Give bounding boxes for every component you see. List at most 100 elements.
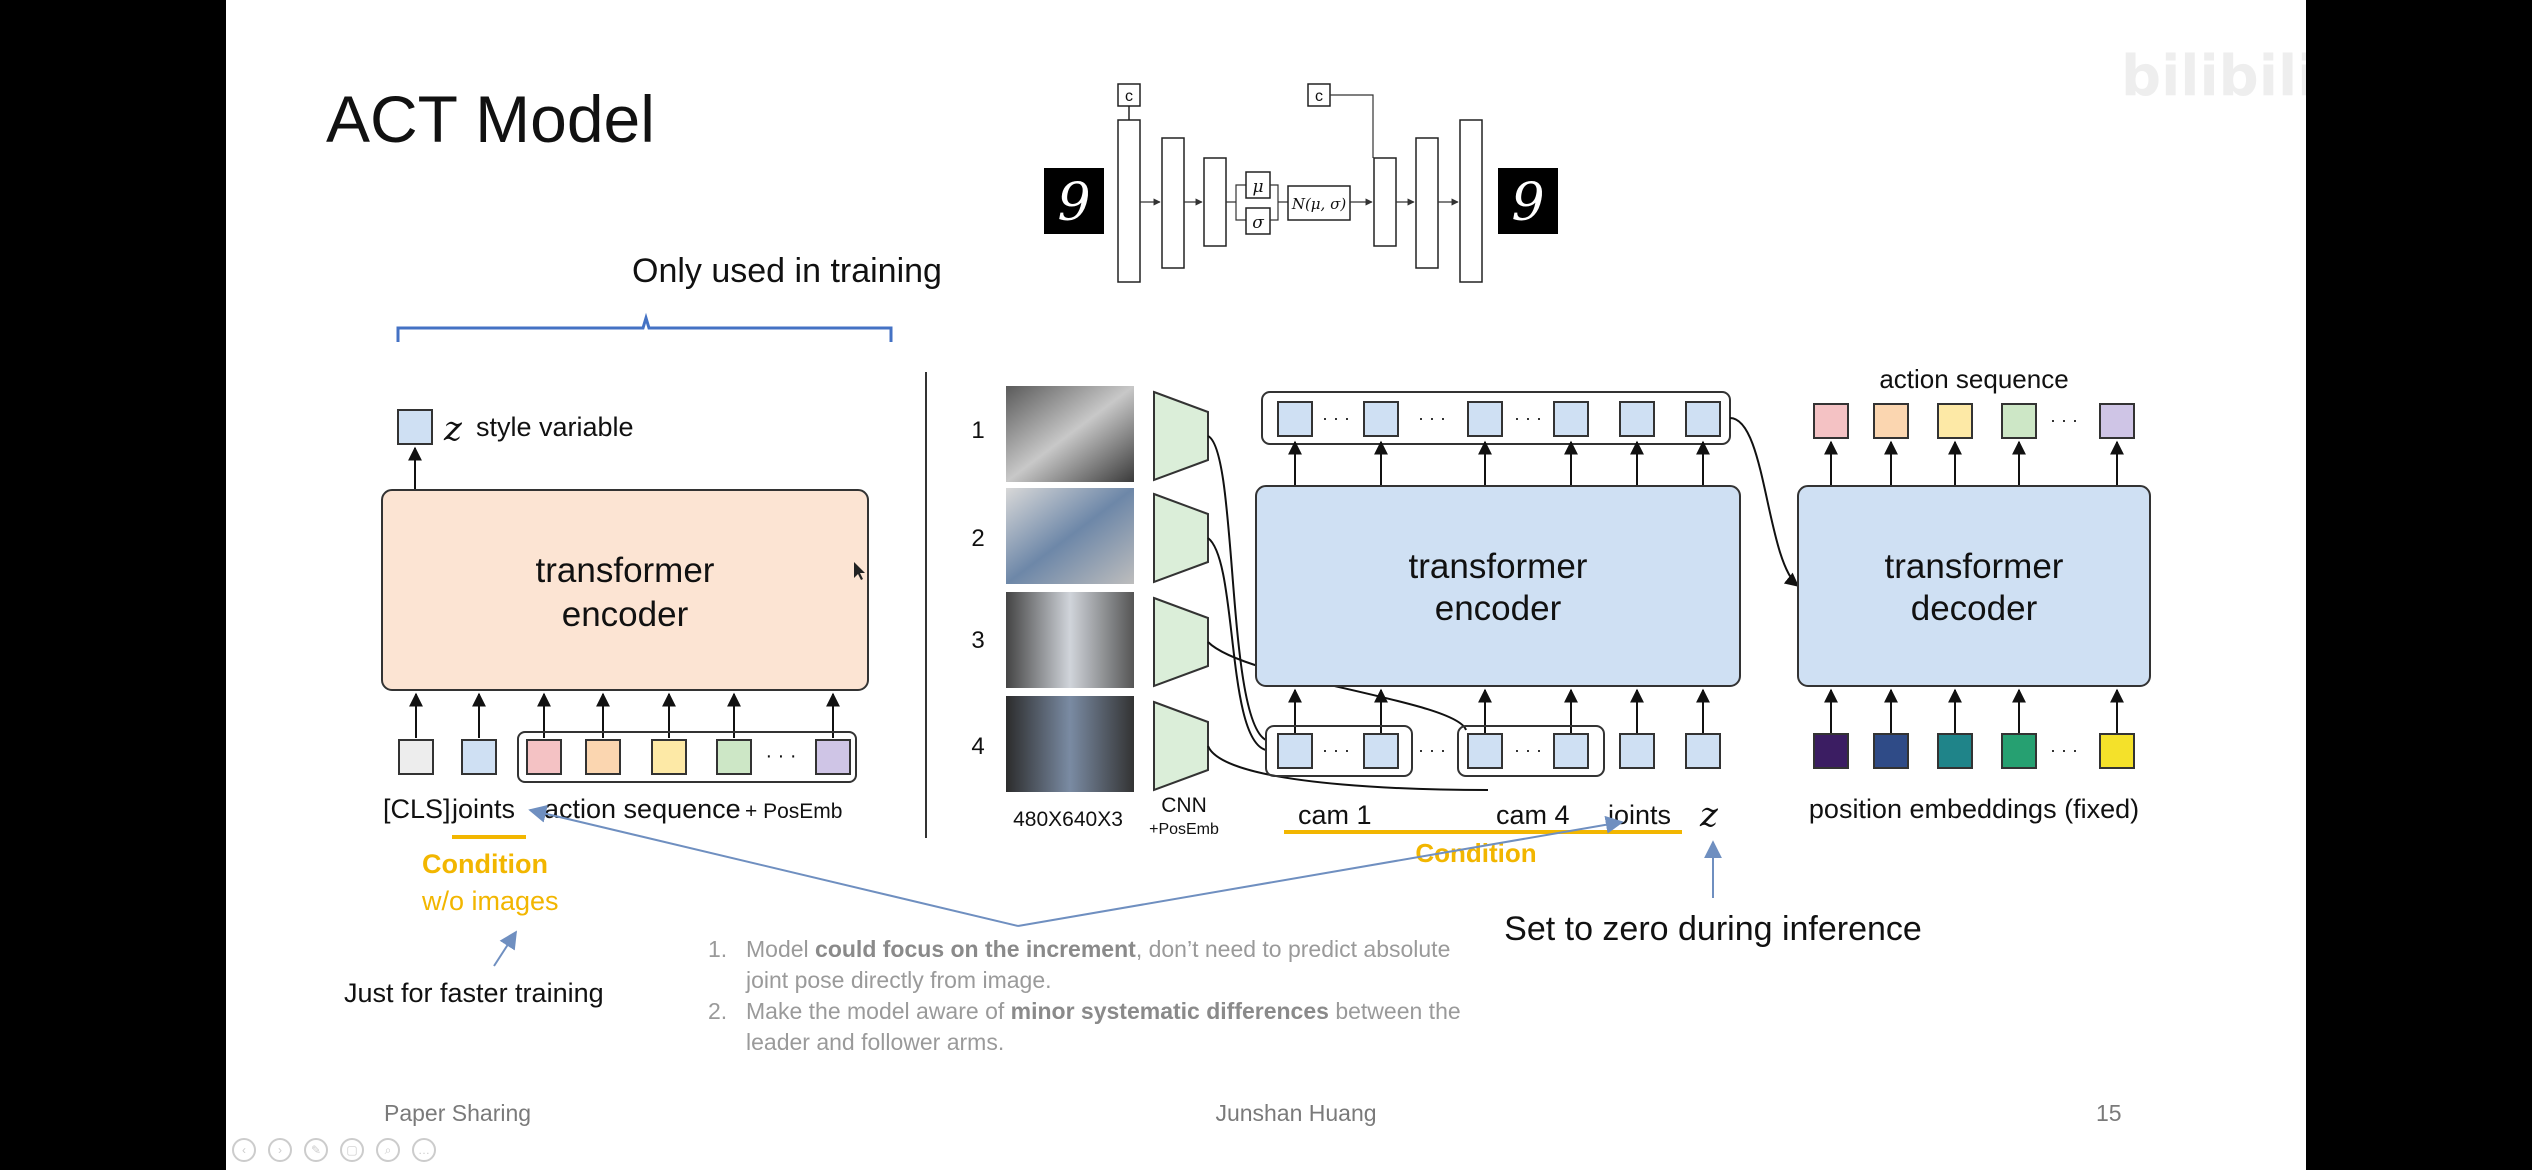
z-symbol-right: z [1699,795,1719,835]
cam4-token-group [1457,725,1605,777]
more-options-icon[interactable]: … [412,1138,436,1162]
posemb-dots: · · · [2050,740,2078,760]
vae-mu: μ [1252,177,1263,197]
left-action-token-3 [651,739,687,775]
pen-icon[interactable]: ✎ [304,1138,328,1162]
decoder-action-token-4 [2001,403,2037,439]
cam4-dots: · · · [1514,740,1542,760]
decoder-line1: transformer [1885,547,2064,586]
left-transformer-encoder [381,489,869,691]
note-1-bold: could focus on the increment [815,936,1136,962]
enc-out-token-3 [1467,401,1503,437]
decoder-action-token-1 [1813,403,1849,439]
z-token-right [1685,733,1721,769]
enc-out-token-6 [1685,401,1721,437]
cam-index-3: 3 [971,627,984,654]
right-encoder-line2: encoder [1435,589,1562,628]
slide: ACT Model Only used in training 9 c μ σ … [226,0,2306,1170]
slides-icon[interactable]: ▢ [340,1138,364,1162]
cam1-dots: · · · [1322,740,1350,760]
note-1-num: 1. [708,936,728,962]
footer-left: Paper Sharing [384,1100,532,1126]
cam1-token-b [1363,733,1399,769]
faster-training-label: Just for faster training [344,978,604,1008]
cam1-token-group [1265,725,1413,777]
note-2-before: Make the model aware of [746,998,1011,1024]
enc-out-token-5 [1619,401,1655,437]
cnn-2 [1153,492,1209,584]
posemb-token-3 [1937,733,1973,769]
cam4-token-b [1553,733,1589,769]
note-2-after: between the leader and follower arms. [746,998,1461,1055]
right-transformer-encoder [1255,485,1741,687]
cls-token [398,739,434,775]
zoom-icon[interactable]: ⌕ [376,1138,400,1162]
style-variable-label: style variable [476,412,634,442]
mouse-cursor [854,562,865,580]
enc-out-token-1 [1277,401,1313,437]
cam-index-2: 2 [971,525,984,552]
callout-to-joints-right [1017,815,1624,927]
enc-out-dots-1: · · · [1322,408,1350,428]
notes-list: 1. Model could focus on the increment, do… [708,934,1468,1058]
prev-slide-icon[interactable]: ‹ [232,1138,256,1162]
condition-left-line2: w/o images [421,886,559,916]
decoder-action-token-5 [2099,403,2135,439]
posemb-token-1 [1813,733,1849,769]
footer-page-number: 15 [2096,1100,2122,1126]
next-slide-icon[interactable]: › [268,1138,292,1162]
left-action-token-1 [526,739,562,775]
vae-input-digit-label: 9 [1057,173,1090,233]
cam4-token-a [1467,733,1503,769]
joints-label-right: joints [1607,800,1671,830]
cam4-label: cam 4 [1496,800,1570,830]
posemb-token-5 [2099,733,2135,769]
enc-out-dots-3: · · · [1514,408,1542,428]
right-encoder-line1: transformer [1409,547,1588,586]
vae-output-digit-label: 9 [1511,173,1544,233]
decoder-action-token-3 [1937,403,1973,439]
training-brace [396,312,893,342]
left-action-token-5 [815,739,851,775]
camera-image-3 [1006,592,1134,688]
posemb-token-4 [2001,733,2037,769]
camera-image-1 [1006,386,1134,482]
note-2-num: 2. [708,998,728,1024]
vae-illustration: 9 c μ σ N(μ, σ) c 9 [1044,83,1558,283]
camera-image-4 [1006,696,1134,792]
between-cams-dots: · · · [1418,740,1446,760]
note-1-before: Model [746,936,816,962]
vae-output-digit [1498,168,1558,234]
enc-out-token-2 [1363,401,1399,437]
left-action-dots: · · · [765,745,796,767]
cam1-token-a [1277,733,1313,769]
cnn-sub-label: +PosEmb [1149,821,1219,838]
joints-label-left: joints [451,794,515,824]
left-encoder-line1: transformer [536,551,715,590]
cvae-encoder: z style variable transformer encoder · ·… [344,409,869,1008]
decoder-top-label: action sequence [1879,364,2068,394]
set-to-zero-label: Set to zero during inference [1504,910,1922,948]
bilibili-watermark: bilibili [2121,44,2306,109]
posemb-label-left: + PosEmb [745,800,842,823]
z-token [397,409,433,445]
callout-to-joints-left [528,804,1019,927]
cnn-4 [1153,700,1209,792]
note-item-2: 2.Make the model aware of minor systemat… [708,996,1468,1058]
cam-index-4: 4 [971,733,984,760]
note-item-1: 1. Model could focus on the increment, do… [708,934,1468,996]
note-1-after: , don’t need to predict absolute joint p… [746,936,1451,993]
footer-center: Junshan Huang [1215,1100,1377,1126]
condition-right-label: Condition [1415,838,1536,868]
joints-token [461,739,497,775]
cam1-label: cam 1 [1298,800,1372,830]
posemb-token-2 [1873,733,1909,769]
slide-title: ACT Model [326,82,655,156]
camera-image-2 [1006,488,1134,584]
z-symbol-left: z [443,409,463,449]
cnn-1 [1153,390,1209,482]
decoder-action-dots: · · · [2050,410,2078,430]
left-action-token-4 [716,739,752,775]
training-only-label: Only used in training [632,252,942,290]
action-sequence-label-left: action sequence [544,794,741,824]
